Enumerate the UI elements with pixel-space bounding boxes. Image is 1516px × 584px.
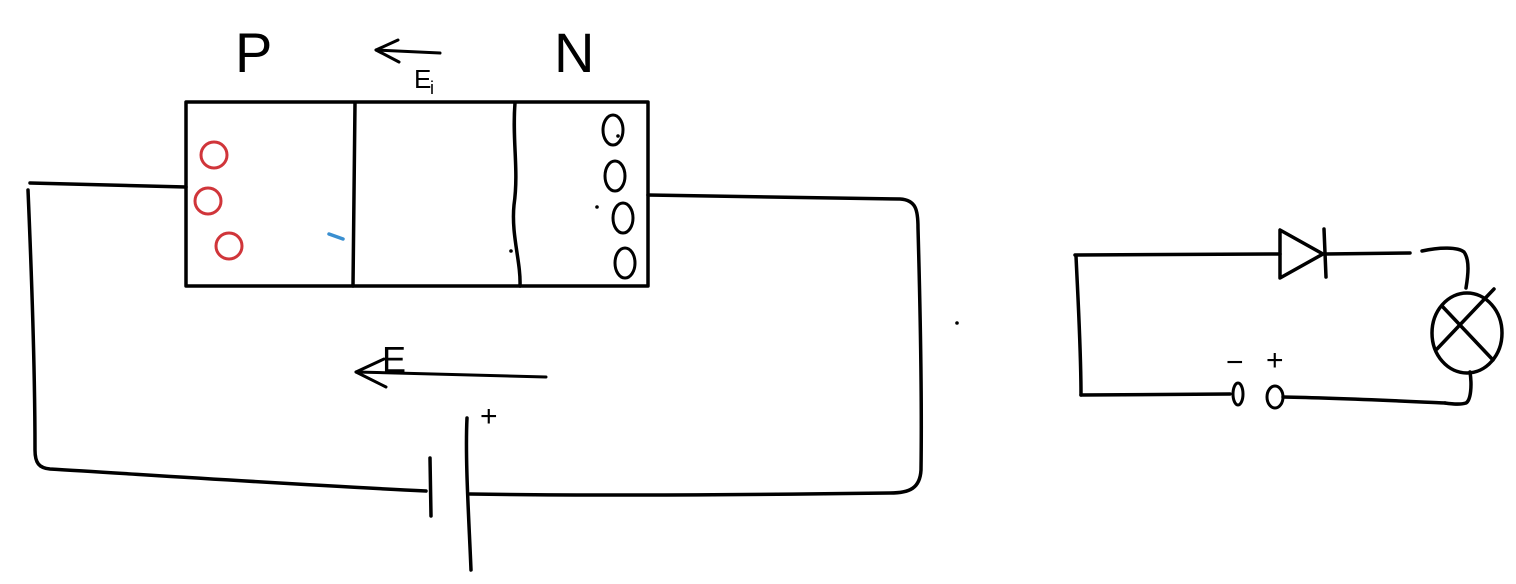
internal-field-arrow-head [374, 38, 401, 64]
wire-left-loop [26, 188, 428, 493]
dot [955, 321, 959, 325]
holes-group [193, 140, 244, 261]
wire-top-right [1323, 251, 1412, 256]
wire-top-left [1073, 252, 1282, 257]
diode-bar [1322, 227, 1328, 279]
junction-outline [184, 100, 650, 288]
dot [595, 205, 599, 209]
diode-lamp-circuit: − + [1073, 227, 1504, 410]
lamp-symbol [1430, 287, 1504, 375]
electron-oval [603, 159, 627, 193]
source-terminals: − + [1226, 344, 1285, 410]
wire-left-top [28, 181, 188, 189]
external-field-label: E [382, 339, 406, 380]
battery-plus-label: + [480, 400, 498, 433]
battery: + [428, 400, 498, 572]
blue-mark [327, 232, 345, 241]
internal-field-arrow-shaft [374, 48, 442, 55]
wire-bottom-left [1079, 392, 1232, 397]
external-field-arrow-head [354, 357, 388, 389]
pn-junction-circuit: P N E i [26, 21, 959, 572]
p-region-label: P [235, 21, 272, 84]
depletion-right-boundary [511, 101, 522, 288]
lamp-cross-a [1440, 304, 1495, 362]
source-plus-label: + [1266, 344, 1284, 377]
depletion-left-boundary [351, 101, 357, 288]
diode-triangle [1278, 228, 1325, 280]
external-field-arrow: E [354, 339, 548, 389]
wire-right-loop [468, 193, 924, 497]
terminal-plus-oval [1265, 384, 1285, 410]
electron-oval [601, 113, 625, 147]
external-field-arrow-shaft [354, 370, 548, 379]
wire-lamp-bottom [1443, 370, 1473, 406]
n-region-label: N [554, 21, 594, 84]
diode-symbol [1278, 227, 1328, 280]
dot [616, 134, 620, 138]
electron-oval [613, 246, 637, 280]
wire-bottom-right [1281, 395, 1447, 405]
internal-field-subscript: i [430, 78, 434, 98]
internal-field-label: E [414, 64, 431, 94]
electron-oval [611, 201, 635, 235]
source-minus-label: − [1226, 346, 1244, 379]
battery-long-plate [464, 416, 473, 572]
lamp-circle [1430, 291, 1504, 375]
junction-block [184, 100, 650, 288]
lamp-cross-b [1435, 287, 1496, 351]
terminal-minus-oval [1231, 381, 1245, 407]
hole-circle [193, 186, 223, 216]
internal-field-arrow: E i [374, 38, 442, 98]
electrons-group [601, 113, 637, 280]
wire-left-vertical [1074, 254, 1083, 397]
battery-short-plate [428, 456, 433, 518]
wire-to-lamp-top [1420, 246, 1470, 290]
hole-circle [214, 231, 244, 261]
hole-circle [199, 140, 229, 170]
dot [509, 249, 513, 253]
